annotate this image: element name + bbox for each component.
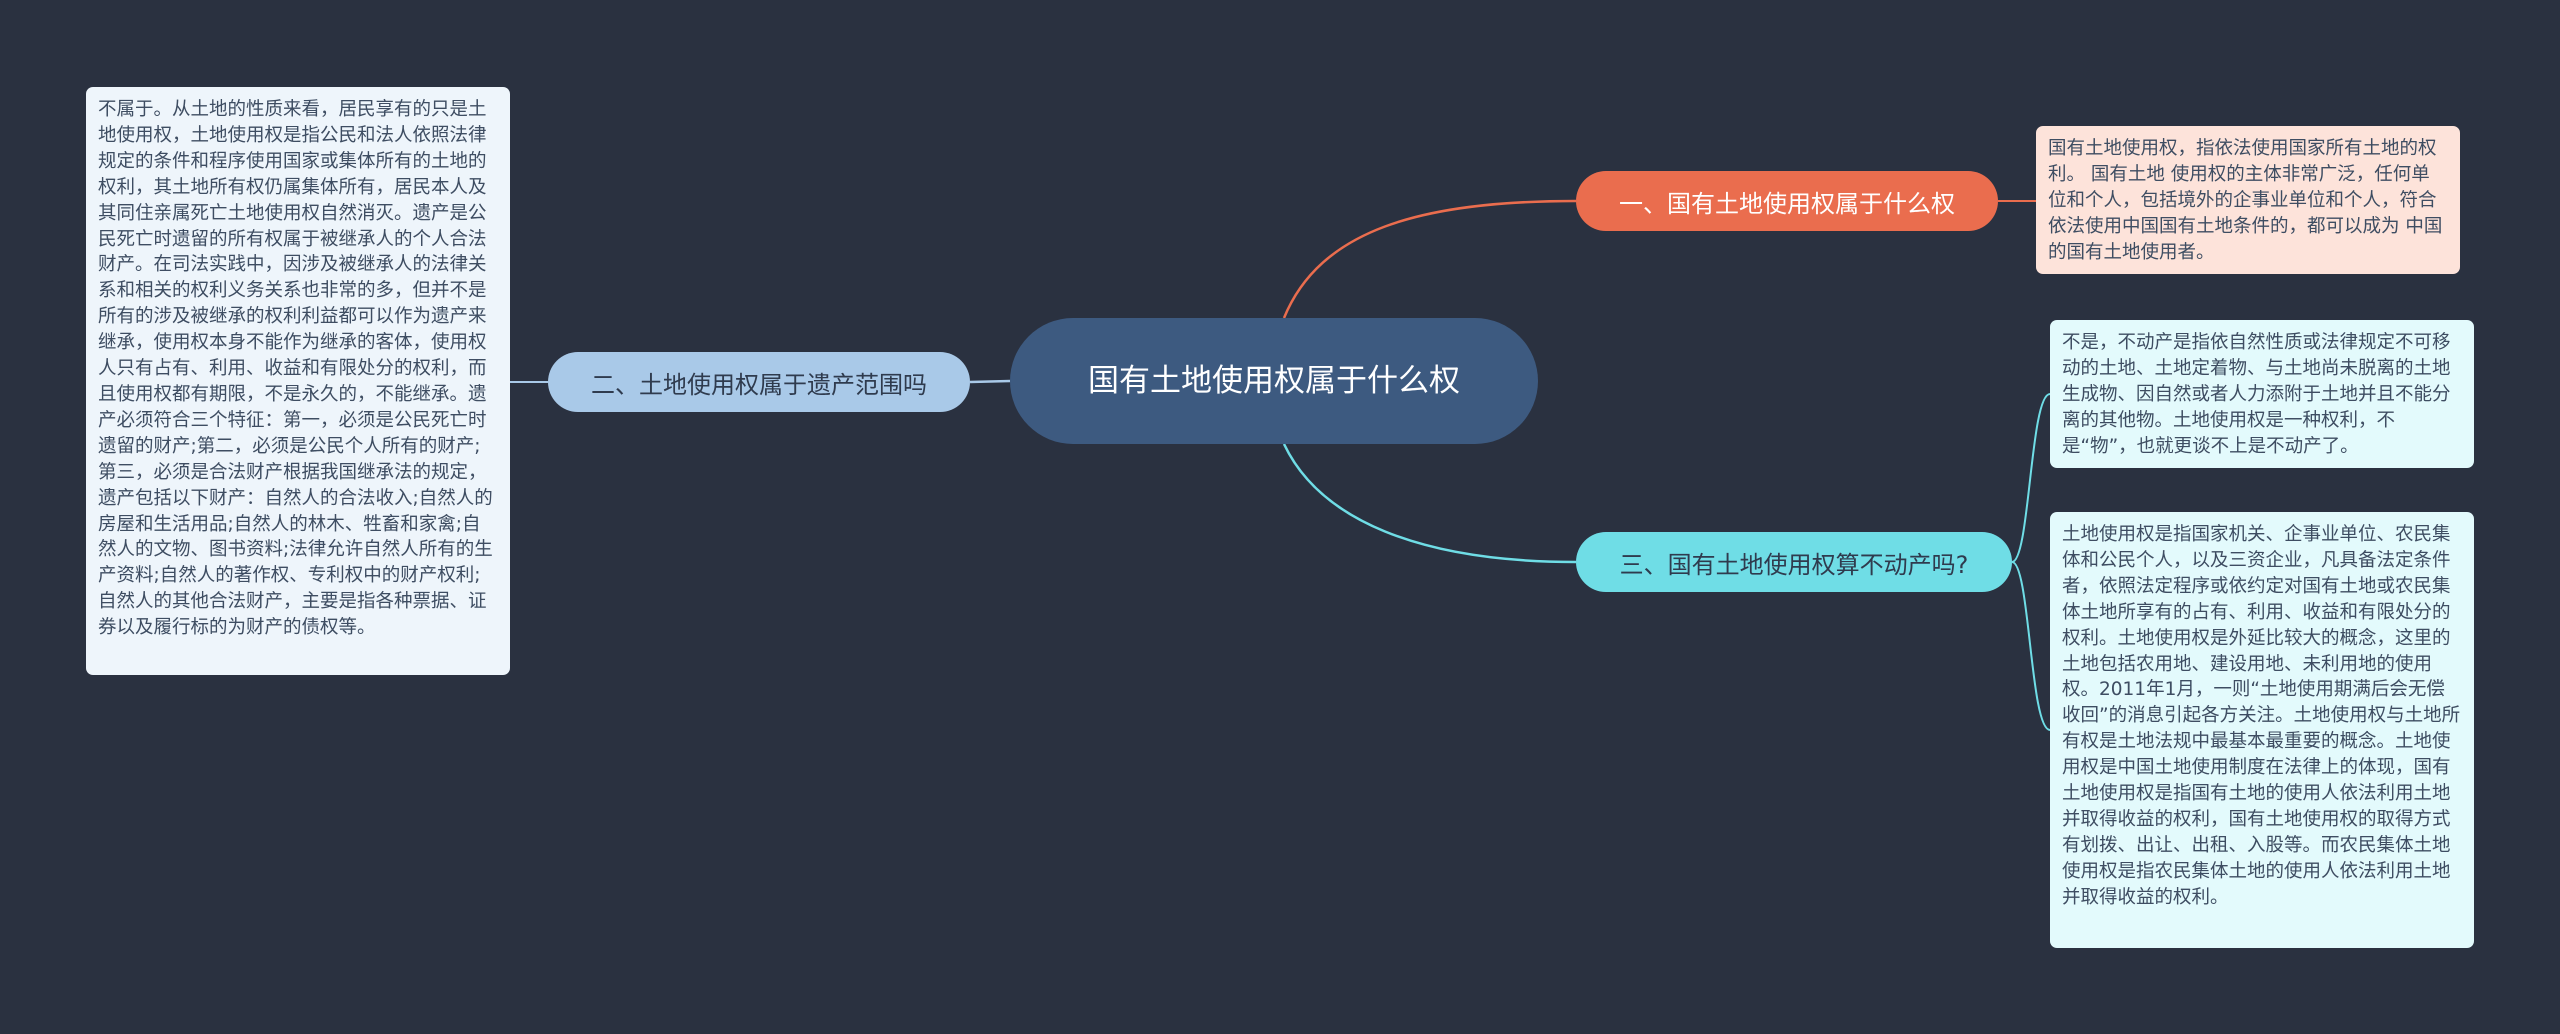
connector-branch-3-to-leaf-a bbox=[2011, 393, 2051, 563]
root-topic-label: 国有土地使用权属于什么权 bbox=[1088, 363, 1460, 399]
branch-topic-1[interactable]: 一、国有土地使用权属于什么权 bbox=[1576, 171, 1998, 231]
branch-topic-2[interactable]: 二、土地使用权属于遗产范围吗 bbox=[548, 352, 970, 412]
leaf-note-branch-1[interactable]: 国有土地使用权，指依法使用国家所有土地的权利。 国有土地 使用权的主体非常广泛，… bbox=[2036, 126, 2460, 274]
root-topic[interactable]: 国有土地使用权属于什么权 bbox=[1010, 318, 1538, 444]
leaf-note-branch-3-b[interactable]: 土地使用权是指国家机关、企事业单位、农民集体和公民个人，以及三资企业，凡具备法定… bbox=[2050, 512, 2474, 948]
branch-topic-1-label: 一、国有土地使用权属于什么权 bbox=[1619, 189, 1955, 218]
leaf-note-branch-2[interactable]: 不属于。从土地的性质来看，居民享有的只是土地使用权，土地使用权是指公民和法人依照… bbox=[86, 87, 510, 675]
branch-topic-3-label: 三、国有土地使用权算不动产吗? bbox=[1619, 550, 1969, 579]
leaf-note-branch-3-a[interactable]: 不是，不动产是指依自然性质或法律规定不可移动的土地、土地定着物、与土地尚未脱离的… bbox=[2050, 320, 2474, 468]
connector-root-to-branch-3 bbox=[1282, 443, 1577, 564]
connector-branch-3-to-leaf-b bbox=[2011, 561, 2051, 731]
connector-root-to-branch-2 bbox=[969, 379, 1011, 384]
branch-topic-3[interactable]: 三、国有土地使用权算不动产吗? bbox=[1576, 532, 2012, 592]
branch-topic-2-label: 二、土地使用权属于遗产范围吗 bbox=[591, 370, 927, 399]
connector-root-to-branch-1 bbox=[1282, 199, 1577, 319]
